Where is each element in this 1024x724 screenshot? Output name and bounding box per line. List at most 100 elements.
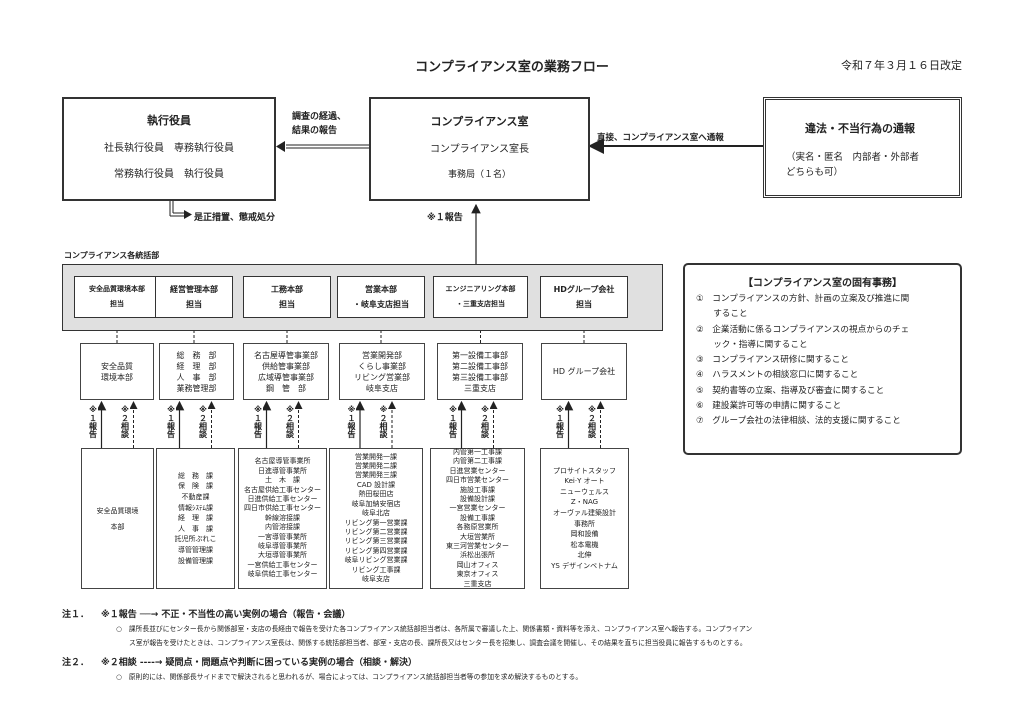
- whistleblowing-box: 違法・不当行為の通報 （実名・匿名 内部者・外部者 どちらも可）: [763, 97, 962, 198]
- note1-body1: ○ 課所長並びにセンター長から関係部室・支店の長経由で報告を受けた各コンプライア…: [116, 625, 753, 633]
- department-box: 第一設備工事部第二設備工事部第三設備工事部三重支店: [437, 343, 523, 400]
- division-box: 安全品質環境本部 担当: [74, 276, 160, 318]
- duty-item: ⑦ グループ会社の法律相談、法的支援に関すること: [696, 416, 901, 427]
- department-box: 営業開発部くらし事業部リビング営業部岐阜支店: [339, 343, 425, 400]
- department-name: 三重支店: [464, 383, 496, 393]
- note2-label: 注２．: [62, 658, 90, 668]
- consult-arrow-label: ※２相談: [120, 405, 130, 438]
- division-box: 工務本部 担当: [243, 276, 331, 318]
- section-name: 岐阜導管事業所: [258, 542, 307, 551]
- consult-arrow-label: ※２相談: [587, 405, 597, 438]
- report-arrow-label: ※１報告: [347, 405, 356, 438]
- section-name: 設備工事課: [460, 513, 495, 522]
- department-name: くらし事業部: [358, 361, 406, 371]
- division-box: エンジニアリング本部 ・三重支店担当: [433, 276, 528, 318]
- duty-item: ④ ハラスメントの相談窓口に関すること: [696, 370, 859, 381]
- department-name: 岐阜支店: [366, 383, 398, 393]
- section-name: 内管溶接課: [265, 523, 300, 532]
- department-name: 総 務 部: [176, 350, 217, 360]
- department-name: 第一設備工事部: [452, 350, 508, 360]
- report-arrow-label: ※１報告: [555, 405, 565, 438]
- department-name: 安全品質: [101, 361, 133, 371]
- division-box: HDグループ会社 担当: [540, 276, 628, 318]
- exec-line2: 常務執行役員 執行役員: [114, 169, 224, 180]
- section-name: 松本電機: [570, 540, 599, 549]
- department-name: 供給管事業部: [262, 361, 310, 371]
- section-name: 名古屋導管事業所: [254, 457, 311, 466]
- section-box: 安全品質環境本部: [81, 448, 154, 589]
- duty-item: ック・指導に関すること: [696, 339, 808, 350]
- section-name: リビング工事課: [351, 565, 401, 574]
- page-title: コンプライアンス室の業務フロー: [415, 60, 609, 75]
- note1-label: 注１．: [62, 610, 90, 620]
- section-name: 東京オフィス: [456, 570, 499, 579]
- section-name: 総 務 課: [178, 471, 213, 480]
- department-name: 人 事 部: [176, 372, 217, 382]
- duty-item: ③ コンプライアンス研修に関すること: [696, 355, 850, 366]
- section-name: リビング第一営業課: [344, 518, 408, 527]
- division-label: エンジニアリング本部 ・三重支店担当: [445, 285, 516, 308]
- note2-body: ○ 原則的には、関係部長サイドまでで解決されると思われるが、場合によっては、コン…: [116, 673, 583, 681]
- department-name: 営業開発部: [362, 350, 402, 360]
- section-name: 営業開発一課: [355, 452, 397, 461]
- report-to-exec-label: 調査の経過、 結果の報告: [292, 112, 347, 136]
- report-arrow-label: ※１報告: [88, 405, 98, 438]
- section-name: 施設工事課: [460, 485, 495, 494]
- group-label: コンプライアンス各統括部: [64, 251, 160, 260]
- consult-arrow-label: ※２相談: [198, 405, 208, 438]
- division-label: 営業本部 ・岐阜支店担当: [353, 285, 409, 309]
- exec-title: 執行役員: [147, 114, 191, 127]
- department-name: 第二設備工事部: [452, 361, 508, 371]
- department-name: リビング営業部: [354, 372, 410, 382]
- section-name: ニューウェルス: [559, 487, 609, 496]
- duties-box: 【コンプライアンス室の固有事務】 ① コンプライアンスの方針、計画の立案及び推進…: [683, 263, 962, 455]
- consult-arrow-label: ※２相談: [480, 405, 490, 438]
- section-name: 事務所: [573, 519, 595, 528]
- section-name: 設備設計課: [460, 494, 495, 503]
- section-name: リビング第二営業課: [344, 527, 408, 536]
- section-name: 日進導管事業所: [258, 466, 307, 475]
- note2-heading: ※２相談 ----→ 疑問点・問題点や判断に困っている実例の場合（相談・解決）: [101, 658, 418, 668]
- section-name: 各務原営業所: [456, 523, 499, 532]
- department-name: 広域導管事業部: [258, 372, 314, 382]
- section-name: 営業開発二課: [355, 462, 397, 471]
- section-name: Kei·Y オート: [564, 477, 605, 486]
- compliance-title: コンプライアンス室: [430, 115, 529, 128]
- section-name: 岐阜リビング営業課: [344, 556, 408, 565]
- section-name: 日進供給工事センター: [247, 494, 318, 503]
- section-name: 一宮営業センター: [449, 504, 506, 513]
- duty-item: ① コンプライアンスの方針、計画の立案及び推進に関: [696, 294, 910, 304]
- section-name: 導管管理課: [178, 545, 213, 554]
- section-name: 託児所ぷれこ: [174, 535, 217, 544]
- section-name: YS デザインベトナム: [551, 561, 618, 570]
- revision-date: 令和７年３月１６日改定: [841, 59, 962, 72]
- division-label: HDグループ会社 担当: [553, 285, 615, 309]
- section-name: リビング第三営業課: [344, 537, 408, 546]
- section-name: 大垣導管事業所: [258, 551, 307, 560]
- section-name: 岡和設備: [570, 530, 599, 539]
- section-name: 岐阜供給工事センター: [247, 570, 318, 579]
- division-box: 経営管理本部 担当: [155, 276, 233, 318]
- duty-item: ⑤ 契約書等の立案、指導及び審査に関すること: [696, 385, 885, 396]
- note1-body2: ス室が報告を受けたときは、コンプライアンス室長は、関係する統括部担当者、部室・支…: [129, 639, 747, 647]
- section-name: 土 木 課: [265, 476, 300, 485]
- report-arrow-label: ※１報告: [253, 405, 263, 438]
- section-name: Z・NAG: [570, 498, 599, 507]
- section-name: リビング第四営業課: [344, 546, 408, 555]
- section-name: 三重支店: [463, 579, 492, 588]
- section-name: 岐阜支店: [362, 574, 390, 583]
- section-name: 浜松出張所: [460, 551, 495, 560]
- department-box: 安全品質環境本部: [80, 343, 154, 400]
- department-box: 総 務 部経 理 部人 事 部業務管理部: [159, 343, 234, 400]
- correction-label: 是正措置、懲戒処分: [194, 213, 276, 223]
- section-name: 岐阜北店: [362, 509, 390, 518]
- duty-item: ⑥ 建設業許可等の申請に関すること: [696, 401, 842, 412]
- duties-title: 【コンプライアンス室の固有事務】: [742, 278, 903, 289]
- section-name: CAD 設計課: [356, 480, 396, 489]
- section-box: 名古屋導管事業所日進導管事業所土 木 課名古屋供給工事センター日進供給工事センタ…: [238, 448, 327, 589]
- compliance-staff: 事務局（１名）: [447, 170, 511, 180]
- compliance-head: コンプライアンス室長: [429, 144, 530, 155]
- section-name: 内管第二工事課: [453, 457, 502, 466]
